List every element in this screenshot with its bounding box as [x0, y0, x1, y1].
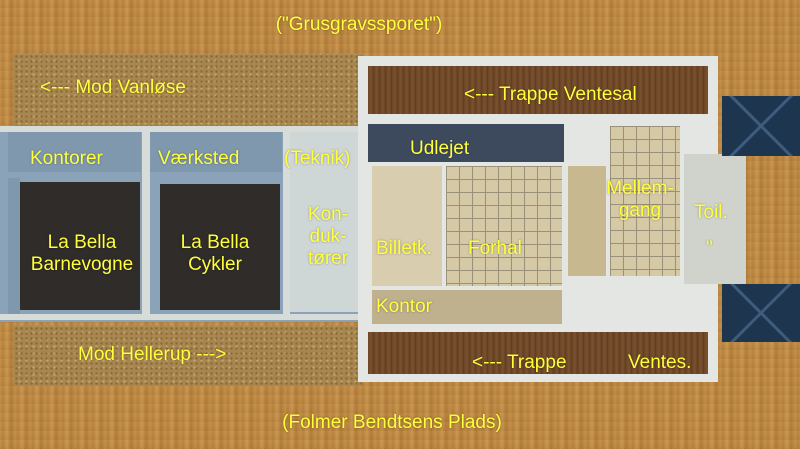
- label-la-bella-cykler: La Bella Cykler: [180, 232, 250, 275]
- room-left-side-strip: [8, 178, 20, 314]
- label-forhal: Forhal: [468, 238, 522, 259]
- label-mod-hellerup: Mod Hellerup --->: [78, 344, 227, 365]
- label-udlejet: Udlejet: [410, 138, 470, 159]
- track-bed-lower: [14, 326, 362, 386]
- roof-top-right: [722, 96, 800, 156]
- room-la-bella-cykler: [160, 184, 280, 310]
- room-forhal: [446, 166, 562, 286]
- room-billetkontor: [372, 166, 442, 286]
- room-vaerksted-band: [150, 132, 282, 172]
- label-toiletter: Toil.: [694, 202, 728, 223]
- room-konduktorer: [290, 132, 362, 312]
- track-bed-upper: [14, 54, 362, 128]
- label-mellemgang: Mellem- gang: [606, 178, 674, 221]
- upper-stair-floor: [368, 66, 708, 114]
- label-trappe-lower: <--- Trappe: [472, 352, 567, 373]
- label-kontorer: Kontorer: [30, 148, 103, 169]
- label-ventes: Ventes.: [628, 352, 692, 373]
- label-toiletter-mark: ": [706, 238, 713, 259]
- roof-bottom-right: [722, 284, 800, 342]
- toilet-block: [684, 154, 746, 284]
- label-kontor: Kontor: [376, 296, 432, 317]
- label-vaerksted: Værksted: [158, 148, 240, 169]
- room-kontor: [372, 290, 562, 324]
- divider-wall-1: [142, 128, 150, 318]
- lower-stair-floor: [368, 332, 708, 374]
- room-kontorer-band: [8, 132, 141, 172]
- label-konduktorer: Kon- duk- tører: [307, 204, 349, 269]
- wall-bottom-left: [0, 314, 372, 320]
- room-udlejet: [368, 124, 564, 162]
- room-mellemgang: [610, 126, 680, 276]
- room-la-bella-barnevogne: [20, 182, 140, 310]
- caption-grusgravssporet: ("Grusgravssporet"): [275, 14, 443, 35]
- label-la-bella-barnevogne: La Bella Barnevogne: [30, 232, 134, 275]
- label-teknik: (Teknik): [284, 148, 351, 169]
- divider-wall-2: [283, 128, 290, 318]
- wall-top-left: [0, 126, 372, 132]
- label-trappe-ventesal: <--- Trappe Ventesal: [464, 84, 637, 105]
- label-billetkontor: Billetk.: [376, 238, 432, 259]
- label-mod-vanlose: <--- Mod Vanløse: [40, 77, 186, 98]
- caption-folmer-bendtsens-plads: (Folmer Bendtsens Plads): [282, 412, 502, 433]
- room-right-mid: [568, 166, 606, 276]
